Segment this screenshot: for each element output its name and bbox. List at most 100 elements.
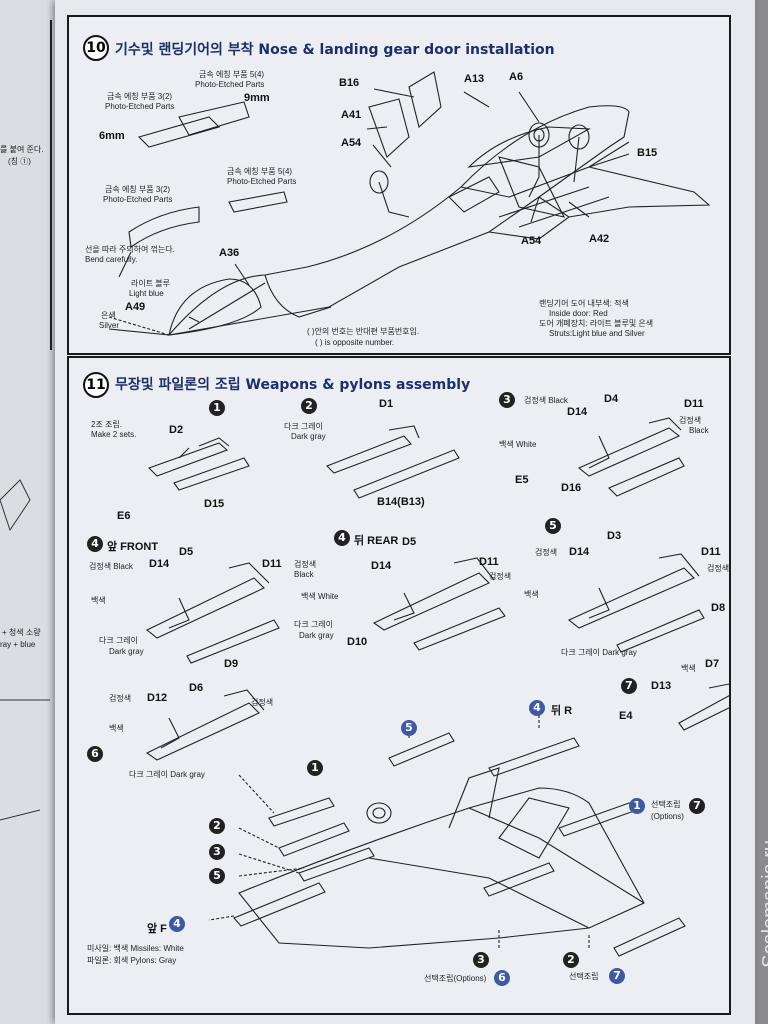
final-callout-5-top: 5 xyxy=(401,720,417,736)
door-color-en: Inside door: Red xyxy=(549,309,608,318)
substep-1-badge: 1 xyxy=(209,400,225,416)
missiles-color-note: 미사일: 백색 Missiles: White xyxy=(87,944,184,953)
part-D11-b: D11 xyxy=(262,558,282,570)
sub1-note-kr: 2조 조립. xyxy=(91,420,122,429)
part-D14-a: D14 xyxy=(567,406,588,418)
substep-3-badge: 3 xyxy=(499,392,515,408)
opposite-note-kr: ( )안의 번호는 반대편 부품번호임. xyxy=(307,327,420,336)
part-D2: D2 xyxy=(169,424,184,436)
pe-dim-6mm: 6mm xyxy=(99,130,125,142)
part-D14-b: D14 xyxy=(149,558,170,570)
sub2-gray-en: Dark gray xyxy=(291,432,326,441)
pe-note-4-kr: 금속 에칭 부품 5(4) xyxy=(227,167,293,176)
sub2-gray-kr: 다크 그레이 xyxy=(284,422,324,431)
step-number-10: 10 xyxy=(83,35,109,61)
final-callout-7: 7 xyxy=(689,798,705,814)
final-callout-3: 3 xyxy=(209,844,225,860)
part-D11-c: D11 xyxy=(479,556,499,568)
final-callout-5: 5 xyxy=(209,868,225,884)
weapons-drawing xyxy=(145,417,729,957)
sub4r-black-en: Black xyxy=(294,570,314,579)
sub5-black: 검정색 xyxy=(535,548,558,557)
part-D16: D16 xyxy=(561,482,582,494)
silver-kr: 은색 xyxy=(101,311,116,320)
pe-note-3-en: Photo-Etched Parts xyxy=(103,195,173,204)
watermark: Scalemania.ru xyxy=(759,840,768,968)
sub3-black-en: Black xyxy=(689,426,709,435)
part-B14: B14(B13) xyxy=(377,496,425,508)
part-D7: D7 xyxy=(705,658,720,670)
prev-text-3: + 청색 소량 xyxy=(2,628,41,637)
part-A54: A54 xyxy=(341,137,362,149)
sub4f-gray-en: Dark gray xyxy=(109,647,144,656)
sub4f-black: 검정색 Black xyxy=(89,562,133,571)
substep-7-badge: 7 xyxy=(621,678,637,694)
instruction-sheet: 10 기수및 랜딩기어의 부착 Nose & landing gear door… xyxy=(55,0,768,1024)
bottom-options-1: 선택조립(Options) xyxy=(424,974,487,983)
sub5-black2: 검정색 xyxy=(707,564,730,573)
sub7-white: 백색 xyxy=(681,664,696,673)
step-number-11: 11 xyxy=(83,372,109,398)
part-D3: D3 xyxy=(607,530,622,542)
bend-note-kr: 선을 따라 주의하여 꺾는다. xyxy=(85,245,175,254)
part-D11-a: D11 xyxy=(684,398,704,410)
nose-gear-drawing xyxy=(108,71,711,336)
sub4r-gray-kr: 다크 그레이 xyxy=(294,620,334,629)
part-D15: D15 xyxy=(204,498,225,510)
silver-en: Silver xyxy=(99,321,120,330)
part-A54-b: A54 xyxy=(521,235,542,247)
part-D10: D10 xyxy=(347,636,368,648)
final-callout-1: 1 xyxy=(307,760,323,776)
opposite-note-en: ( ) is opposite number. xyxy=(315,338,395,347)
part-D13: D13 xyxy=(651,680,672,692)
part-E5: E5 xyxy=(515,474,529,486)
step-10-panel: 10 기수및 랜딩기어의 부착 Nose & landing gear door… xyxy=(67,15,731,355)
sub6-white: 백색 xyxy=(109,724,124,733)
prev-text-2: (칭 ①) xyxy=(8,157,31,166)
part-D11-d: D11 xyxy=(701,546,721,558)
pe-note-3-kr: 금속 에칭 부품 3(2) xyxy=(105,185,171,194)
sub4r-black2: 검정색 xyxy=(489,572,512,581)
substep-5-badge: 5 xyxy=(545,518,561,534)
part-D9: D9 xyxy=(224,658,239,670)
front-label: 앞 F xyxy=(147,923,167,935)
sub3-black: 검정색 Black xyxy=(524,396,568,405)
final-callout-2: 2 xyxy=(209,818,225,834)
sub6-black: 검정색 xyxy=(109,694,132,703)
step-11-title: 무장및 파일론의 조립 Weapons & pylons assembly xyxy=(115,377,471,393)
part-D12: D12 xyxy=(147,692,168,704)
options-en: (Options) xyxy=(651,812,684,821)
sub1-note-en: Make 2 sets. xyxy=(91,430,137,439)
bend-note-en: Bend carefully. xyxy=(85,255,138,264)
part-D4: D4 xyxy=(604,393,619,405)
sub5-gray: 다크 그레이 Dark gray xyxy=(561,648,637,657)
previous-page: 를 붙여 준다. (칭 ①) + 청색 소량 ray + blue xyxy=(0,0,58,1024)
substep-6-badge: 6 xyxy=(87,746,103,762)
strut-color-en: Struts:Light blue and Silver xyxy=(549,329,645,338)
final-callout-7-bottom: 7 xyxy=(609,968,625,984)
step-10-title: 기수및 랜딩기어의 부착 Nose & landing gear door in… xyxy=(115,42,555,58)
substep-2-badge: 2 xyxy=(301,398,317,414)
part-E6: E6 xyxy=(117,510,131,522)
part-D14-c: D14 xyxy=(371,560,392,572)
sub5-white: 백색 xyxy=(524,590,539,599)
prev-text-1: 를 붙여 준다. xyxy=(0,145,44,154)
part-D1: D1 xyxy=(379,398,394,410)
part-A6: A6 xyxy=(509,71,524,83)
part-D5-b: D5 xyxy=(402,536,417,548)
bottom-options-2: 선택조립 xyxy=(569,972,599,981)
sub4f-gray-kr: 다크 그레이 xyxy=(99,636,139,645)
final-callout-4-front: 4 xyxy=(169,916,185,932)
final-callout-1-options: 1 xyxy=(629,798,645,814)
pe-note-2-en: Photo-Etched Parts xyxy=(105,102,175,111)
sub4r-black-kr: 검정색 xyxy=(294,560,317,569)
previous-page-border xyxy=(0,20,52,350)
sub4-front-heading: 앞 FRONT xyxy=(107,541,159,553)
rear-label: 뒤 R xyxy=(551,705,573,717)
sub4r-gray-en: Dark gray xyxy=(299,631,334,640)
sub6-gray: 다크 그레이 Dark gray xyxy=(129,770,205,779)
pe-note-4-en: Photo-Etched Parts xyxy=(227,177,297,186)
options-kr: 선택조립 xyxy=(651,800,681,809)
final-callout-3-bottom: 3 xyxy=(473,952,489,968)
pe-note-1-kr: 금속 에칭 부품 5(4) xyxy=(199,70,265,79)
